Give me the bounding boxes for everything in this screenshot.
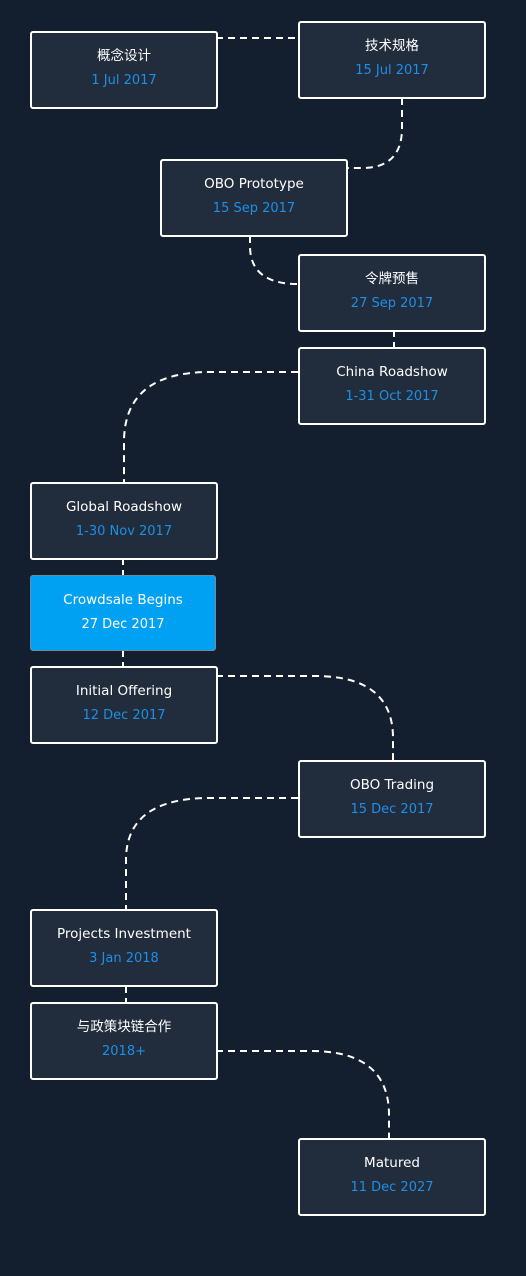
milestone-china-roadshow: China Roadshow 1-31 Oct 2017 bbox=[298, 347, 486, 425]
milestone-date: 1 Jul 2017 bbox=[91, 73, 157, 88]
milestone-projects-investment: Projects Investment 3 Jan 2018 bbox=[30, 909, 218, 987]
milestone-title: Crowdsale Begins bbox=[63, 592, 183, 608]
milestone-matured: Matured 11 Dec 2027 bbox=[298, 1138, 486, 1216]
milestone-date: 15 Jul 2017 bbox=[355, 63, 429, 78]
milestone-title: Matured bbox=[364, 1155, 420, 1171]
milestone-title: 概念设计 bbox=[97, 48, 151, 64]
milestone-title: 技术规格 bbox=[365, 38, 419, 54]
milestone-concept-design: 概念设计 1 Jul 2017 bbox=[30, 31, 218, 109]
milestone-title: OBO Prototype bbox=[204, 176, 304, 192]
milestone-token-presale: 令牌预售 27 Sep 2017 bbox=[298, 254, 486, 332]
milestone-obo-trading: OBO Trading 15 Dec 2017 bbox=[298, 760, 486, 838]
milestone-date: 11 Dec 2027 bbox=[350, 1180, 434, 1195]
milestone-date: 1-30 Nov 2017 bbox=[75, 524, 173, 539]
milestone-title: China Roadshow bbox=[336, 364, 448, 380]
milestone-date: 15 Dec 2017 bbox=[350, 802, 434, 817]
milestone-title: Initial Offering bbox=[75, 683, 173, 699]
milestone-title: 令牌预售 bbox=[365, 271, 419, 287]
milestone-date: 12 Dec 2017 bbox=[82, 708, 166, 723]
milestone-global-roadshow: Global Roadshow 1-30 Nov 2017 bbox=[30, 482, 218, 560]
connector-8-9 bbox=[216, 675, 394, 762]
connector-5-6 bbox=[123, 371, 298, 484]
connector-11-12 bbox=[216, 1050, 390, 1139]
milestone-date: 2018+ bbox=[102, 1044, 146, 1059]
milestone-date: 27 Sep 2017 bbox=[350, 296, 434, 311]
milestone-date: 1-31 Oct 2017 bbox=[345, 389, 439, 404]
milestone-title: Global Roadshow bbox=[65, 499, 183, 515]
milestone-technical-spec: 技术规格 15 Jul 2017 bbox=[298, 21, 486, 99]
milestone-date: 27 Dec 2017 bbox=[81, 617, 165, 632]
connector-2-3 bbox=[346, 98, 403, 169]
milestone-title: OBO Trading bbox=[349, 777, 435, 793]
milestone-crowdsale-begins: Crowdsale Begins 27 Dec 2017 bbox=[30, 575, 216, 651]
milestone-date: 3 Jan 2018 bbox=[89, 951, 159, 966]
milestone-policy-blockchain-cooperation: 与政策块链合作 2018+ bbox=[30, 1002, 218, 1080]
milestone-initial-offering: Initial Offering 12 Dec 2017 bbox=[30, 666, 218, 744]
connector-3-4 bbox=[249, 236, 300, 285]
milestone-date: 15 Sep 2017 bbox=[212, 201, 296, 216]
milestone-title: Projects Investment bbox=[57, 926, 191, 942]
milestone-title: 与政策块链合作 bbox=[76, 1019, 172, 1035]
milestone-obo-prototype: OBO Prototype 15 Sep 2017 bbox=[160, 159, 348, 237]
connector-9-10 bbox=[125, 797, 298, 910]
